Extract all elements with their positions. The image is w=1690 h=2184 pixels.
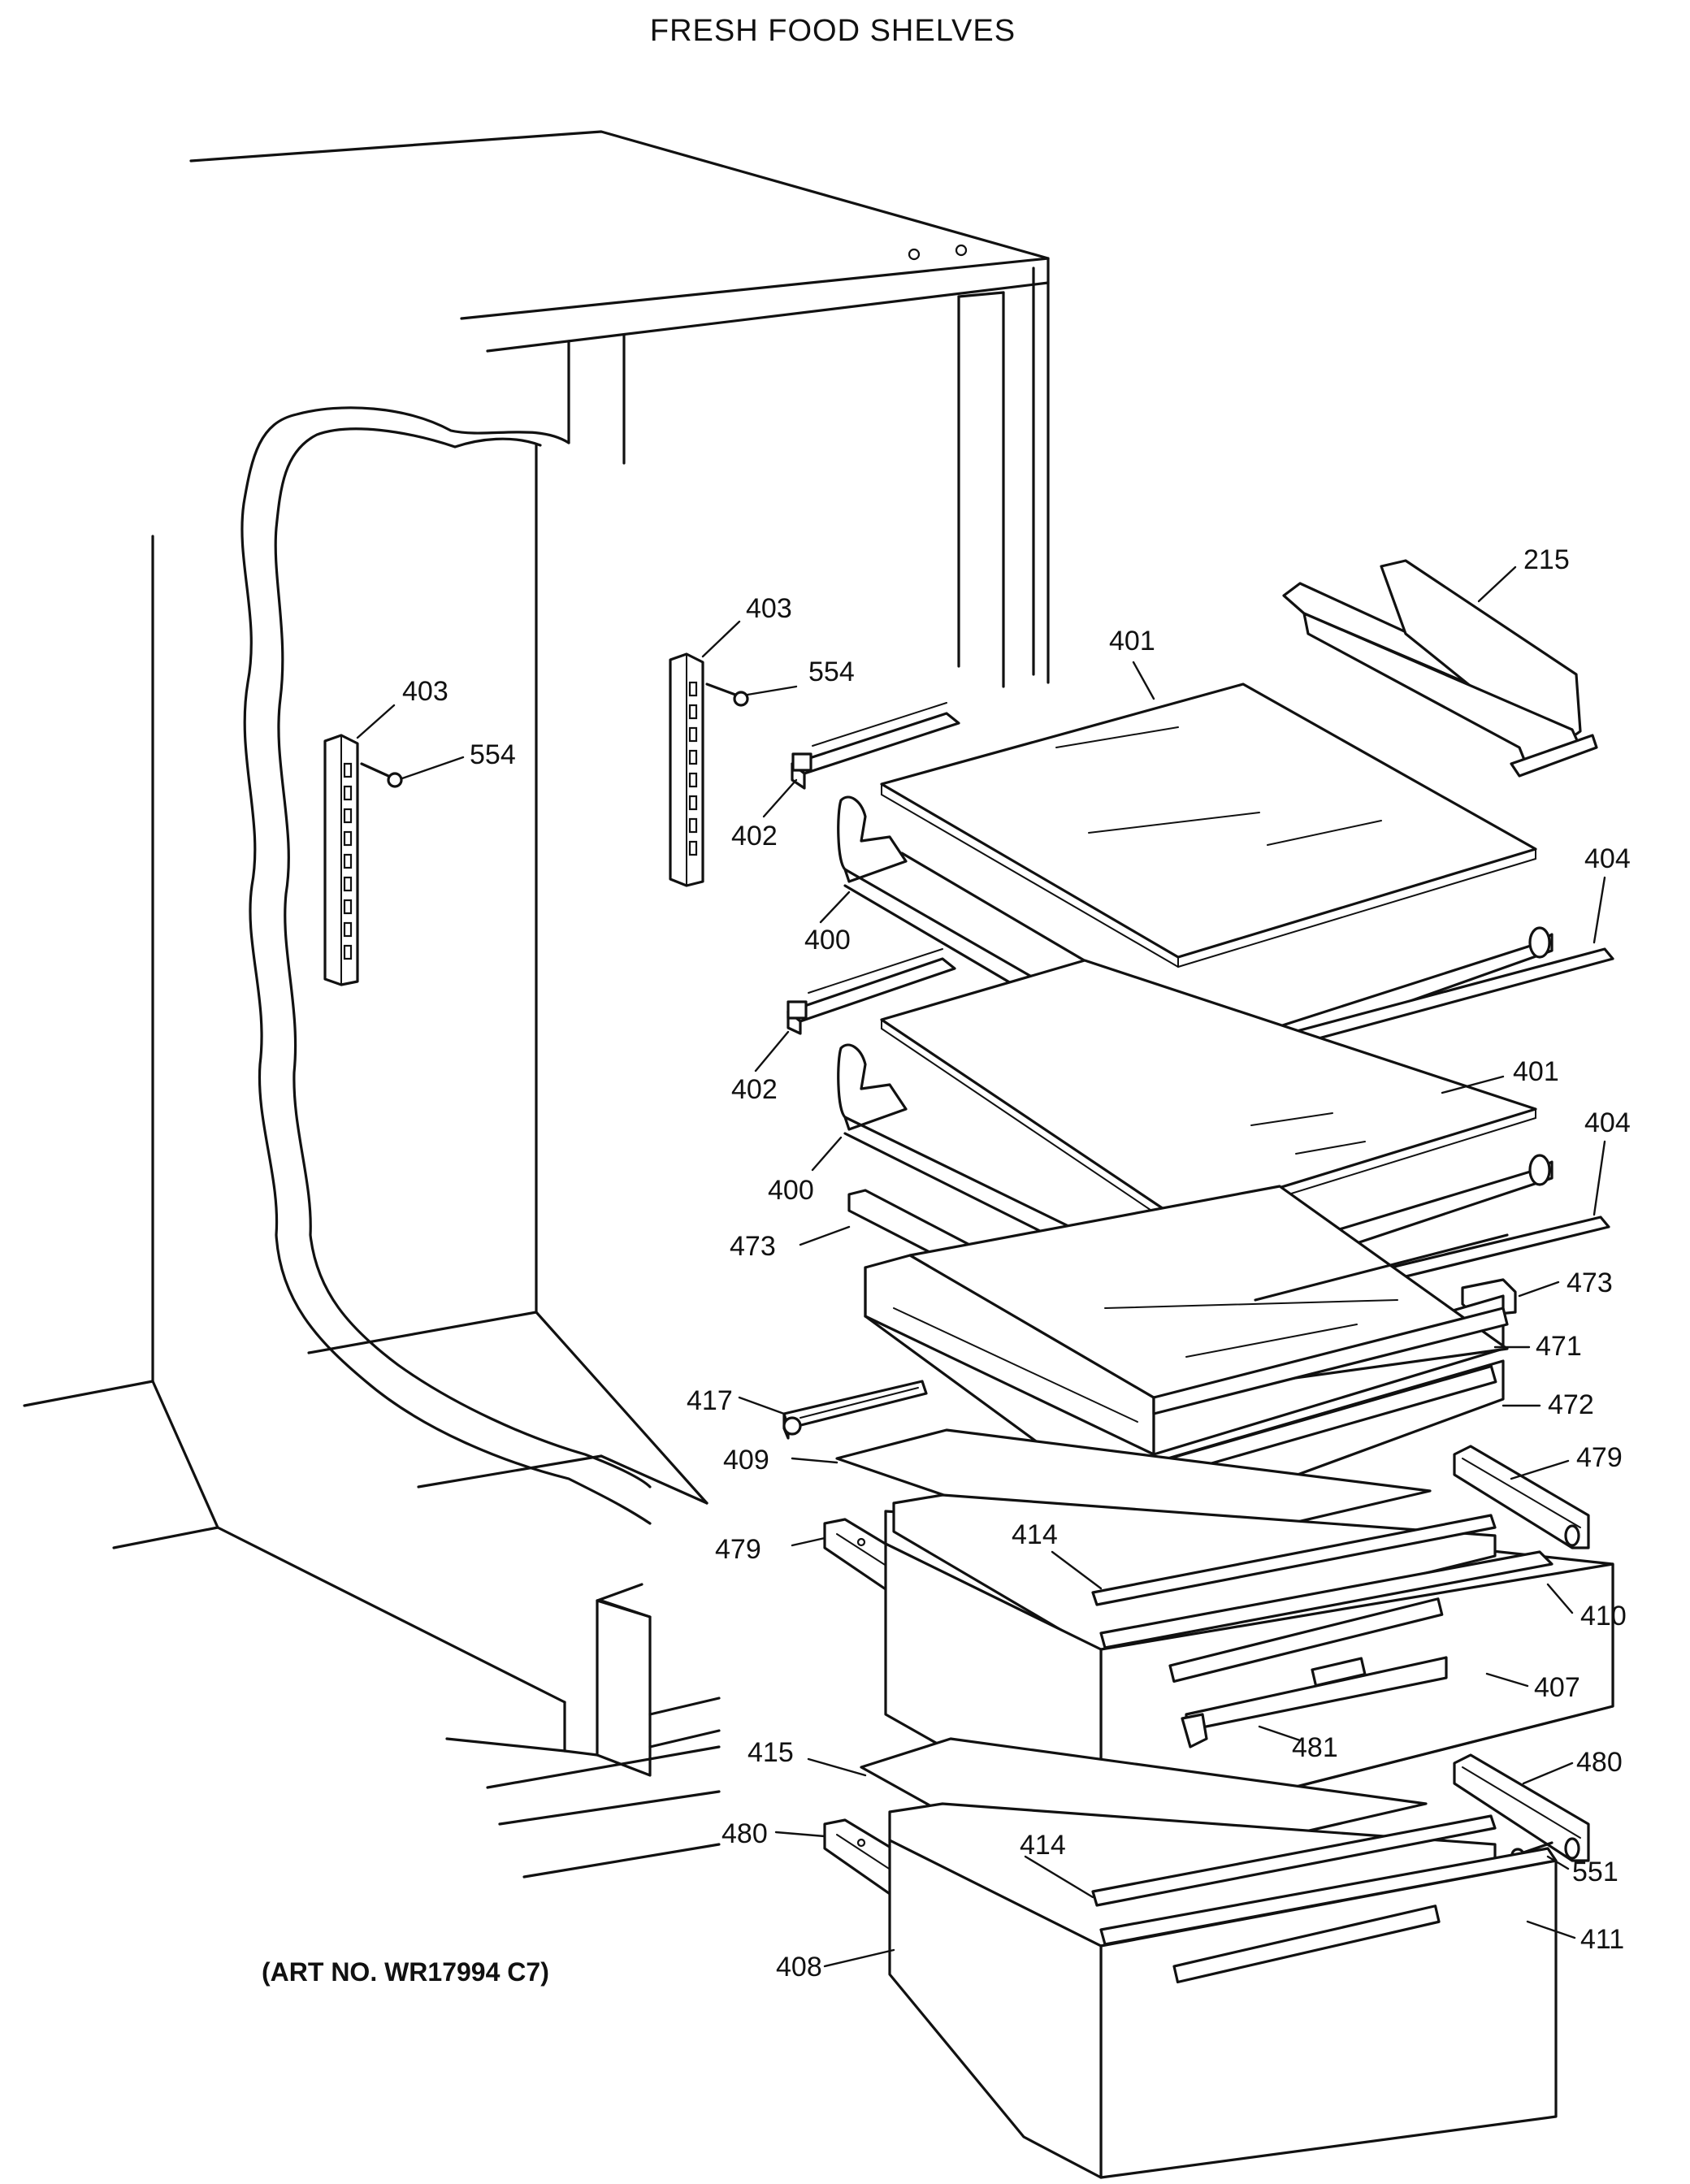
callout-407: 407 xyxy=(1534,1672,1580,1703)
callout-408: 408 xyxy=(776,1952,822,1982)
callout-417: 417 xyxy=(687,1385,733,1416)
glass-shelf-401-upper xyxy=(880,682,1537,968)
callout-400-lower: 400 xyxy=(768,1175,814,1206)
callout-215: 215 xyxy=(1523,544,1570,575)
drawer-slide-479-right xyxy=(1453,1445,1590,1549)
leader-lines xyxy=(356,566,1606,1968)
callout-480-left: 480 xyxy=(722,1818,768,1849)
callout-401-upper: 401 xyxy=(1109,626,1155,656)
callout-403-left: 403 xyxy=(402,676,448,707)
shelf-support-rail-right xyxy=(669,652,704,887)
callout-473-right: 473 xyxy=(1566,1268,1613,1298)
callout-409: 409 xyxy=(723,1445,769,1476)
shelf-bracket-402-lower xyxy=(786,948,956,1035)
callout-401-lower: 401 xyxy=(1513,1056,1559,1087)
callout-411: 411 xyxy=(1580,1924,1624,1955)
screw-554-right xyxy=(705,682,749,707)
callout-473-left: 473 xyxy=(730,1231,776,1262)
callout-404-lower: 404 xyxy=(1584,1107,1631,1138)
shelf-support-rail-left xyxy=(323,734,359,986)
callout-402-lower: 402 xyxy=(731,1074,778,1105)
callout-402-upper: 402 xyxy=(731,821,778,852)
callout-479-left: 479 xyxy=(715,1534,761,1565)
screw-554-left xyxy=(360,762,403,788)
crisper-cover-and-pan xyxy=(847,1185,1517,1529)
callout-471: 471 xyxy=(1536,1331,1582,1362)
callout-414-lower: 414 xyxy=(1020,1830,1066,1861)
diagram-title: FRESH FOOD SHELVES xyxy=(650,14,1016,48)
callout-480-right: 480 xyxy=(1576,1747,1623,1778)
butter-dish-215 xyxy=(1282,559,1598,778)
callout-479-right: 479 xyxy=(1576,1442,1623,1473)
callout-414-upper: 414 xyxy=(1012,1519,1058,1550)
callout-554-right: 554 xyxy=(808,656,855,687)
callout-410: 410 xyxy=(1580,1601,1627,1632)
callout-551: 551 xyxy=(1572,1857,1618,1887)
callout-472: 472 xyxy=(1548,1389,1594,1420)
callout-415: 415 xyxy=(748,1737,794,1768)
drawer-408 xyxy=(888,1802,1558,2179)
drawer-slide-480-right xyxy=(1453,1753,1590,1862)
callout-481: 481 xyxy=(1292,1732,1338,1763)
slide-417 xyxy=(782,1380,928,1440)
callout-404-upper: 404 xyxy=(1584,843,1631,874)
art-number: (ART NO. WR17994 C7) xyxy=(262,1957,549,1987)
callout-554-left: 554 xyxy=(470,739,516,770)
callout-labels: 215 401 403 554 403 554 402 400 404 401 … xyxy=(402,544,1631,1982)
callout-403-right: 403 xyxy=(746,593,792,624)
refrigerator-cabinet xyxy=(23,130,1050,1878)
callout-400-upper: 400 xyxy=(804,925,851,956)
